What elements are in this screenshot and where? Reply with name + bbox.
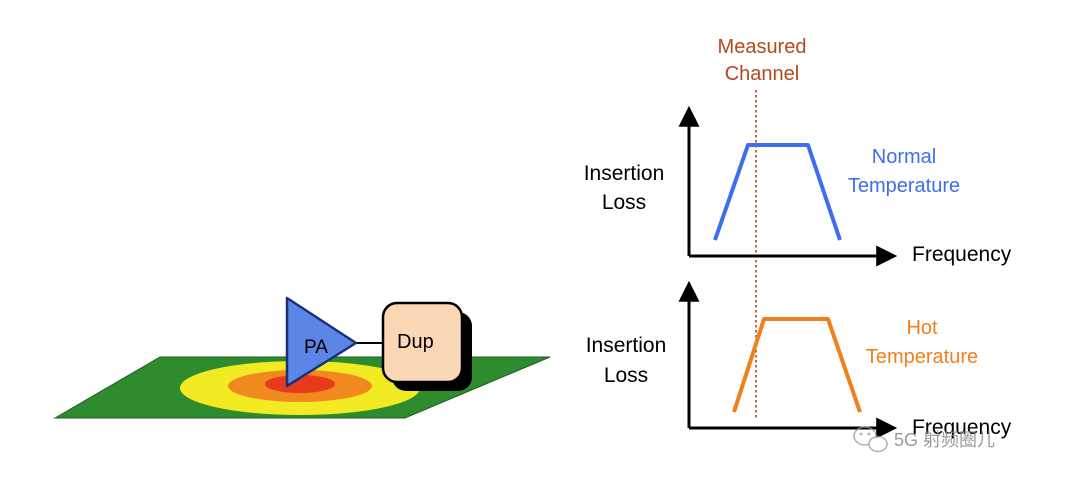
pcb-illustration: PA Dup [53, 296, 551, 419]
watermark-text: 5G 射频圈儿 [894, 430, 995, 450]
hot-x-label: Frequency [912, 416, 1012, 439]
normal-temperature-graph: Insertion Loss Frequency Normal Temperat… [584, 105, 1012, 267]
duplexer-box [381, 301, 464, 384]
measured-channel-label-line1: Measured [718, 36, 807, 58]
normal-temperature-curve [713, 143, 842, 241]
power-amplifier-shape [285, 296, 358, 388]
wechat-icon [853, 426, 888, 453]
heat-zone-core [265, 375, 335, 393]
watermark: 5G 射频圈儿 [853, 426, 995, 453]
measured-channel-label-line2: Channel [725, 63, 800, 85]
normal-x-label: Frequency [912, 243, 1012, 266]
hot-curve-label-line1: Hot [906, 317, 938, 339]
normal-curve-label-line1: Normal [872, 146, 936, 168]
hot-temperature-graph: Insertion Loss Frequency Hot Temperature [586, 280, 1012, 439]
duplexer-label: Dup [397, 331, 434, 353]
normal-y-label-line2: Loss [602, 191, 646, 214]
heat-map [180, 361, 420, 415]
normal-curve-label-line2: Temperature [848, 175, 960, 197]
hot-curve-label-line2: Temperature [866, 346, 978, 368]
hot-y-label-line2: Loss [604, 364, 648, 387]
normal-y-label-line1: Insertion [584, 162, 665, 185]
measured-channel: Measured Channel [718, 36, 807, 418]
hot-temperature-curve [732, 317, 862, 413]
hot-y-label-line1: Insertion [586, 334, 667, 357]
pa-label: PA [304, 337, 328, 358]
